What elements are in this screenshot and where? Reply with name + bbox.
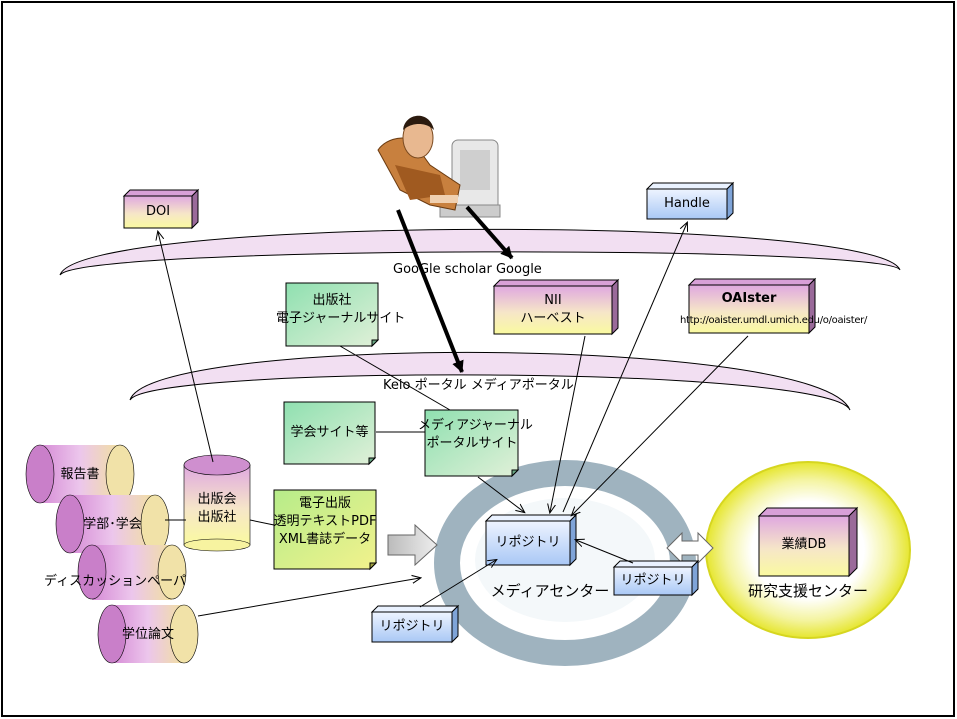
arrow-publisher-to-doi xyxy=(158,232,214,463)
thesis-label: 学位論文 xyxy=(121,627,174,642)
media-journal-note xyxy=(424,409,520,478)
faculty-cylinder xyxy=(55,494,170,554)
discussion-cylinder xyxy=(77,544,187,600)
publisher-label-line2: 出版社 xyxy=(197,510,237,525)
epub-note xyxy=(273,489,378,571)
research-center-label: 研究支援センター xyxy=(747,582,868,600)
arrow-repository-to-handle xyxy=(562,223,687,513)
thesis-cylinder xyxy=(97,604,199,664)
line-publisher-site-to-media-journal xyxy=(339,345,451,411)
media-journal-label-line2: ポータルサイト xyxy=(426,436,518,451)
nii-label-line2: ハーベスト xyxy=(520,311,586,326)
repository-main-label: リポジトリ xyxy=(495,535,561,550)
achievements-db-label: 業績DB xyxy=(781,537,827,552)
publisher-cylinder xyxy=(183,454,251,552)
faculty-label: 学部･学会 xyxy=(83,517,142,532)
oaister-title: OAIster xyxy=(721,291,777,306)
nii-box xyxy=(492,278,620,336)
arrow-repository-right-to-main xyxy=(576,540,634,564)
report-cylinder xyxy=(25,444,135,504)
epub-label-line1: 電子出版 xyxy=(298,496,351,511)
nii-label-line1: NII xyxy=(544,293,562,308)
handle-box xyxy=(645,181,735,221)
arrow-repository-bottom-to-main xyxy=(419,560,496,608)
repository-right-box xyxy=(612,559,700,597)
achievements-db-box xyxy=(757,506,859,578)
gray-block-arrow xyxy=(387,523,438,567)
epub-label-line2: 透明テキストPDF xyxy=(273,514,377,529)
society-site-label: 学会サイト等 xyxy=(290,425,369,440)
discussion-label: ディスカッションペーパ xyxy=(44,574,186,589)
society-site-note xyxy=(283,401,377,466)
publisher-site-note xyxy=(285,282,380,348)
arrow-oaister-to-repository xyxy=(572,335,749,515)
bold-arrow-person-to-keio-portal xyxy=(396,209,464,373)
publisher-site-label-line1: 出版社 xyxy=(312,293,352,308)
report-label: 報告書 xyxy=(60,467,100,482)
handle-label: Handle xyxy=(664,196,710,211)
repository-right-label: リポジトリ xyxy=(620,573,686,588)
repository-bottom-box xyxy=(370,604,460,644)
publisher-label-line1: 出版会 xyxy=(197,492,237,507)
arrow-nii-to-repository xyxy=(550,335,586,512)
keio-portal-label: Keio ポータル メディアポータル xyxy=(383,378,574,393)
publisher-site-label-line2: 電子ジャーナルサイト xyxy=(276,311,406,326)
google-label: GooGle scholar Google xyxy=(393,262,542,277)
repository-bottom-label: リポジトリ xyxy=(379,619,445,634)
media-center-label: メディアセンター xyxy=(490,582,610,600)
line-publisher-to-epub xyxy=(249,519,275,526)
oaister-box xyxy=(687,277,817,335)
epub-label-line3: XML書誌データ xyxy=(278,532,372,547)
media-journal-label-line1: メディアジャーナル xyxy=(418,418,533,433)
repository-main-box xyxy=(484,513,578,567)
person-at-computer-icon xyxy=(377,115,501,218)
bold-arrow-person-to-google xyxy=(465,205,514,260)
arrow-media-journal-to-repository xyxy=(477,476,524,512)
oaister-url: http://oaister.umdl.umich.edu/o/oaister/ xyxy=(680,315,868,326)
double-arrow xyxy=(666,531,714,565)
arrow-thesis-to-media-center xyxy=(197,578,420,617)
lower-arc-ring xyxy=(129,351,851,411)
upper-arc-ring xyxy=(59,228,901,276)
doi-label: DOI xyxy=(145,204,171,219)
doi-box xyxy=(122,188,200,230)
